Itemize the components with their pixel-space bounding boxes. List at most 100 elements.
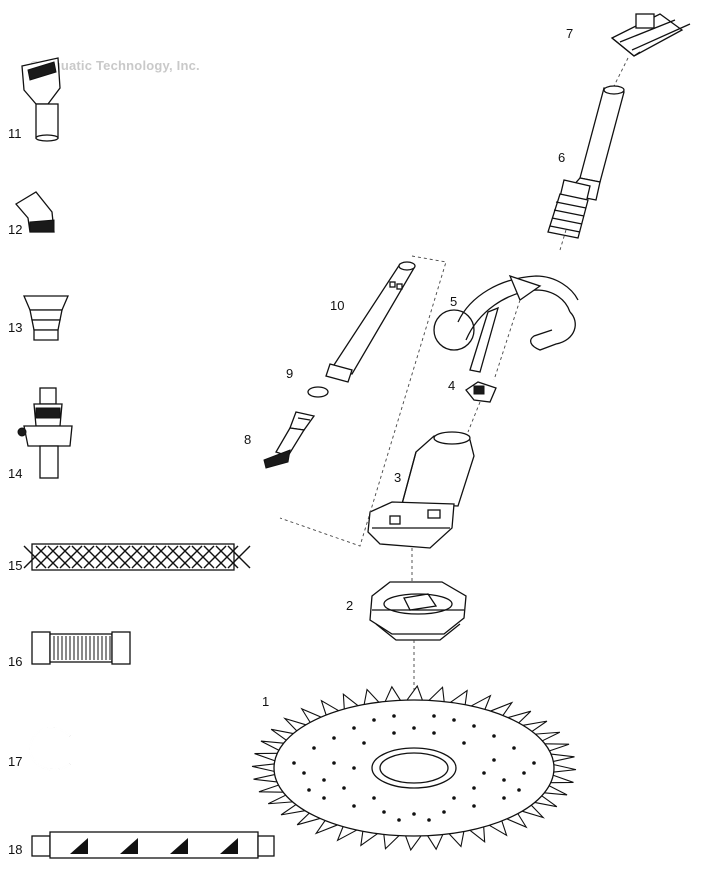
part-number-16: 16 bbox=[8, 654, 23, 669]
part-8-nozzle[interactable] bbox=[263, 411, 316, 469]
part-16-ribbed-hose[interactable] bbox=[31, 631, 131, 665]
hose-stripe bbox=[120, 838, 138, 854]
assembly-guide-line bbox=[279, 255, 447, 547]
disc-fin bbox=[535, 731, 561, 742]
part-15-hose-mesh[interactable] bbox=[23, 543, 251, 571]
part-17-c-clip[interactable] bbox=[28, 726, 71, 771]
part-11-adapter[interactable] bbox=[21, 57, 61, 142]
disc-hole bbox=[352, 804, 356, 808]
disc-hole bbox=[432, 731, 436, 735]
part-number-4: 4 bbox=[448, 378, 456, 393]
hose-mesh-strand bbox=[227, 545, 251, 569]
disc-fin bbox=[384, 685, 401, 702]
part-13-cone[interactable] bbox=[23, 295, 69, 341]
disc-fin bbox=[270, 728, 294, 741]
disc-hole bbox=[492, 734, 496, 738]
hose-mesh-strand bbox=[119, 545, 143, 569]
disc-hole bbox=[332, 736, 336, 740]
disc-hole bbox=[442, 810, 446, 814]
part-6-swivel-tube[interactable] bbox=[547, 57, 629, 251]
disc-fin bbox=[251, 763, 275, 772]
part-5-deflector-wing[interactable] bbox=[433, 274, 579, 381]
disc-hole bbox=[307, 788, 311, 792]
part-12-elbow[interactable] bbox=[15, 191, 55, 233]
disc-hole bbox=[412, 726, 416, 730]
part-number-10: 10 bbox=[330, 298, 345, 313]
part-9-o-ring[interactable] bbox=[307, 386, 329, 398]
disc-hole bbox=[322, 796, 326, 800]
disc-fin bbox=[254, 752, 278, 762]
part-number-14: 14 bbox=[8, 466, 23, 481]
disc-hole bbox=[452, 718, 456, 722]
hose-stripe bbox=[70, 838, 88, 854]
disc-hole bbox=[322, 778, 326, 782]
disc-hole bbox=[512, 746, 516, 750]
part-14-valve[interactable] bbox=[17, 387, 73, 479]
hose-mesh-strand bbox=[167, 545, 191, 569]
part-number-18: 18 bbox=[8, 842, 23, 857]
hose-mesh-strand bbox=[83, 545, 107, 569]
disc-hole bbox=[522, 771, 526, 775]
hose-mesh-strand bbox=[95, 545, 119, 569]
part-number-5: 5 bbox=[450, 294, 458, 309]
disc-hole bbox=[462, 741, 466, 745]
disc-fin bbox=[267, 794, 293, 805]
disc-hole bbox=[352, 726, 356, 730]
disc-hole bbox=[502, 778, 506, 782]
part-number-9: 9 bbox=[286, 366, 294, 381]
hose-mesh-strand bbox=[179, 545, 203, 569]
disc-fin bbox=[428, 686, 445, 702]
part-number-6: 6 bbox=[558, 150, 566, 165]
part-number-2: 2 bbox=[346, 598, 354, 613]
disc-hole bbox=[382, 810, 386, 814]
part-7-handle-ring[interactable] bbox=[568, 4, 720, 80]
hose-mesh-strand bbox=[203, 545, 227, 569]
part-number-12: 12 bbox=[8, 222, 23, 237]
part-number-7: 7 bbox=[566, 26, 574, 41]
disc-hole bbox=[472, 804, 476, 808]
hose-mesh-strand bbox=[191, 545, 215, 569]
disc-hole bbox=[392, 731, 396, 735]
part-1-disc[interactable] bbox=[251, 684, 577, 852]
disc-fin bbox=[342, 693, 359, 710]
disc-fin bbox=[550, 774, 574, 784]
hose-mesh-strand bbox=[143, 545, 167, 569]
disc-fin bbox=[363, 688, 380, 705]
hose-mesh-strand bbox=[47, 545, 71, 569]
disc-fin bbox=[550, 753, 575, 762]
disc-fin bbox=[253, 774, 278, 783]
disc-hole bbox=[492, 758, 496, 762]
disc-fin bbox=[258, 784, 284, 793]
disc-fin bbox=[427, 834, 444, 851]
disc-hole bbox=[312, 746, 316, 750]
part-10-tube[interactable] bbox=[325, 261, 416, 383]
disc-hole bbox=[302, 771, 306, 775]
disc-fin bbox=[544, 785, 568, 796]
disc-hole bbox=[502, 796, 506, 800]
disc-hole bbox=[392, 714, 396, 718]
disc-hole bbox=[372, 796, 376, 800]
disc-hole bbox=[352, 766, 356, 770]
hose-mesh-strand bbox=[107, 545, 131, 569]
disc-fin bbox=[383, 834, 400, 850]
disc-hole bbox=[517, 788, 521, 792]
disc-fin bbox=[470, 694, 492, 710]
part-4-clip[interactable] bbox=[465, 381, 497, 433]
disc-hole bbox=[432, 714, 436, 718]
disc-fin bbox=[553, 764, 577, 773]
hose-mesh-strand bbox=[155, 545, 179, 569]
part-2-foot[interactable] bbox=[369, 548, 467, 690]
disc-fin bbox=[448, 831, 465, 848]
part-number-8: 8 bbox=[244, 432, 252, 447]
disc-fin bbox=[544, 743, 570, 752]
hose-stripe bbox=[170, 838, 188, 854]
disc-hole bbox=[342, 786, 346, 790]
disc-hole bbox=[482, 771, 486, 775]
disc-hole bbox=[427, 818, 431, 822]
part-number-1: 1 bbox=[262, 694, 270, 709]
copyright-watermark: © Aquatic Technology, Inc. bbox=[30, 58, 200, 73]
part-3-body[interactable] bbox=[367, 431, 475, 549]
part-18-long-hose[interactable] bbox=[31, 831, 275, 859]
hose-mesh-strand bbox=[59, 545, 83, 569]
